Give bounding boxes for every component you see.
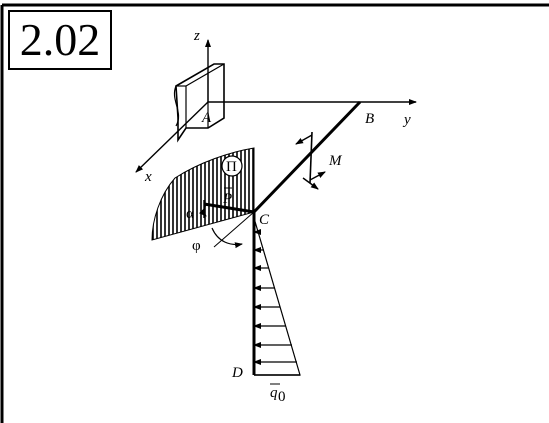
moment-label: M — [328, 153, 343, 169]
force-p — [203, 202, 255, 214]
force-label: P — [222, 191, 232, 207]
phi-arc — [211, 227, 243, 249]
phi-ref-line — [213, 211, 255, 248]
load-q-label: q — [270, 385, 278, 401]
axis-x-label: x — [144, 169, 152, 185]
angle-phi-label: φ — [192, 238, 201, 254]
problem-number: 2.02 — [19, 14, 101, 65]
plane-label-circle — [221, 155, 243, 177]
moment-symbol — [295, 131, 326, 190]
problem-number-box: 2.02 — [8, 10, 112, 70]
plane-label: Π — [226, 159, 237, 175]
point-d-label: D — [231, 365, 243, 381]
alpha-arc — [198, 204, 207, 217]
x-axis — [135, 101, 209, 173]
axis-z-label: z — [193, 28, 200, 44]
load-q-subscript: 0 — [278, 389, 286, 405]
point-b-label: B — [365, 111, 374, 127]
distributed-load — [253, 217, 301, 376]
axis-y-label: y — [402, 112, 411, 128]
bar-bc — [252, 100, 362, 214]
angle-alpha-label: α — [186, 206, 194, 222]
point-c-label: C — [259, 212, 270, 228]
point-a-label: A — [201, 110, 212, 126]
